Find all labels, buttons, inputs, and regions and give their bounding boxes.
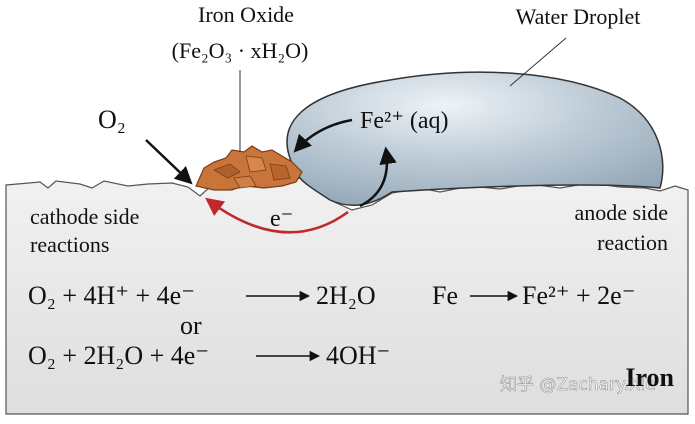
o2-arrow (145, 139, 193, 185)
cathode-equation-1-left: O₂ + 4H⁺ + 4e⁻ (28, 281, 195, 310)
electron-flow-arrow (205, 197, 349, 234)
anode-equation-left: Fe (432, 281, 458, 310)
iron-label: Iron (625, 363, 674, 392)
watermark: 知乎 @Zachary.Xie (500, 375, 656, 395)
cathode-side-label: cathode side (30, 204, 139, 229)
iron-metal-surface (5, 177, 689, 415)
rust-deposit (195, 145, 303, 191)
cathode-reactions-label: reactions (30, 232, 109, 257)
anode-equation-right: Fe²⁺ + 2e⁻ (522, 281, 635, 310)
anode-side-label: anode side (575, 200, 668, 225)
iron-oxide-title: Iron Oxide (198, 2, 294, 27)
or-label: or (180, 311, 202, 340)
cathode-equation-2-right: 4OH⁻ (326, 341, 390, 370)
electron-label: e⁻ (270, 206, 293, 232)
water-droplet-shape (286, 71, 664, 207)
fe2-up-arrow (359, 146, 397, 208)
iron-oxide-formula: (Fe₂O₃ · xH₂O) (172, 38, 309, 63)
cathode-equation-1-right: 2H₂O (316, 281, 376, 310)
anode-reaction-label: reaction (597, 230, 668, 255)
water-droplet-label: Water Droplet (516, 4, 641, 29)
cathode-equation-2-left: O₂ + 2H₂O + 4e⁻ (28, 341, 209, 370)
water-droplet-pointer (509, 37, 567, 87)
fe2-to-rust-arrow (293, 118, 353, 153)
o2-label: O₂ (98, 105, 126, 134)
fe2-aq-label: Fe²⁺ (aq) (360, 108, 449, 134)
